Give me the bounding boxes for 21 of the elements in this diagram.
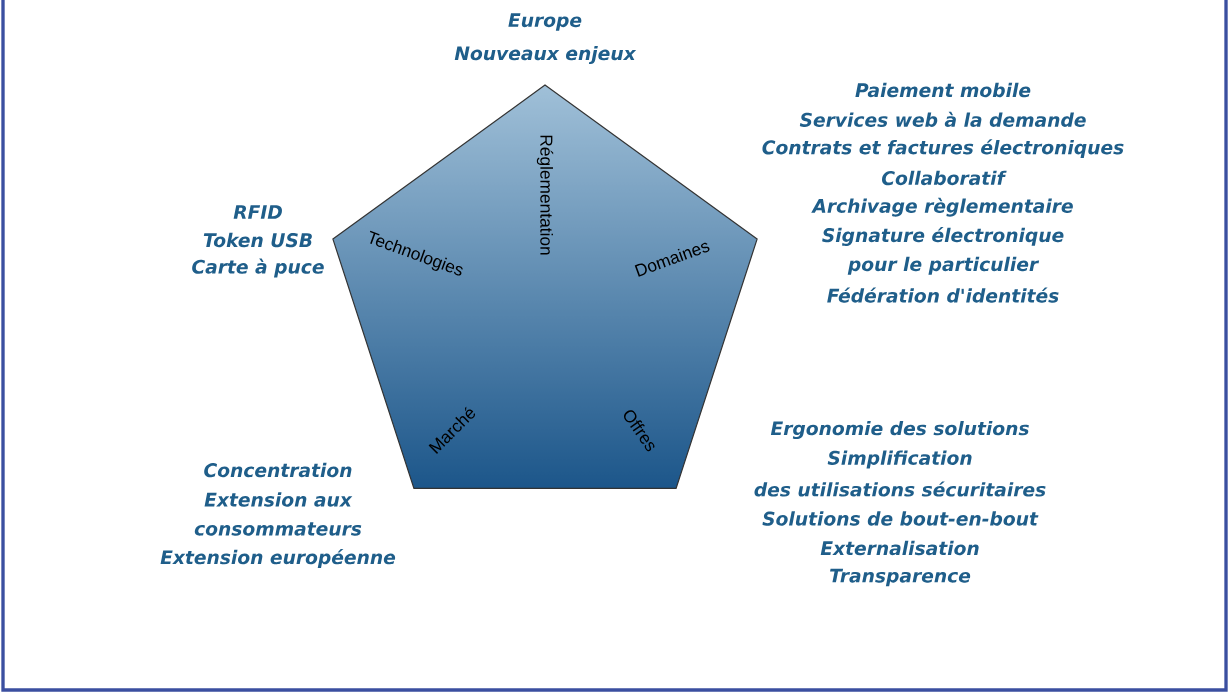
item-label: Fédération d'identités — [827, 287, 1059, 303]
item-label: Nouveaux enjeux — [454, 45, 637, 65]
item-label: Archivage règlementaire — [811, 197, 1073, 217]
item-label: Transparence — [830, 568, 971, 587]
item-label: pour le particulier — [847, 256, 1040, 275]
item-label: Extension aux — [204, 492, 353, 507]
item-label: Collaboratif — [882, 170, 1007, 186]
item-label: Europe — [508, 13, 582, 31]
item-label: Token USB — [203, 232, 312, 248]
item-label: Signature électronique — [822, 227, 1064, 246]
item-label: Services web à la demande — [799, 111, 1086, 127]
item-label: des utilisations sécuritaires — [754, 481, 1046, 497]
item-label: Concentration — [204, 462, 352, 478]
item-label: Paiement mobile — [855, 82, 1031, 98]
item-label: Extension européenne — [160, 549, 396, 568]
item-label: consommateurs — [194, 522, 362, 536]
item-label: Solutions de bout-en-bout — [762, 511, 1039, 526]
item-label: Externalisation — [820, 540, 979, 556]
item-label: RFID — [233, 205, 282, 219]
item-label: Simplification — [827, 450, 972, 469]
sector-label: Réglementation — [536, 135, 554, 255]
